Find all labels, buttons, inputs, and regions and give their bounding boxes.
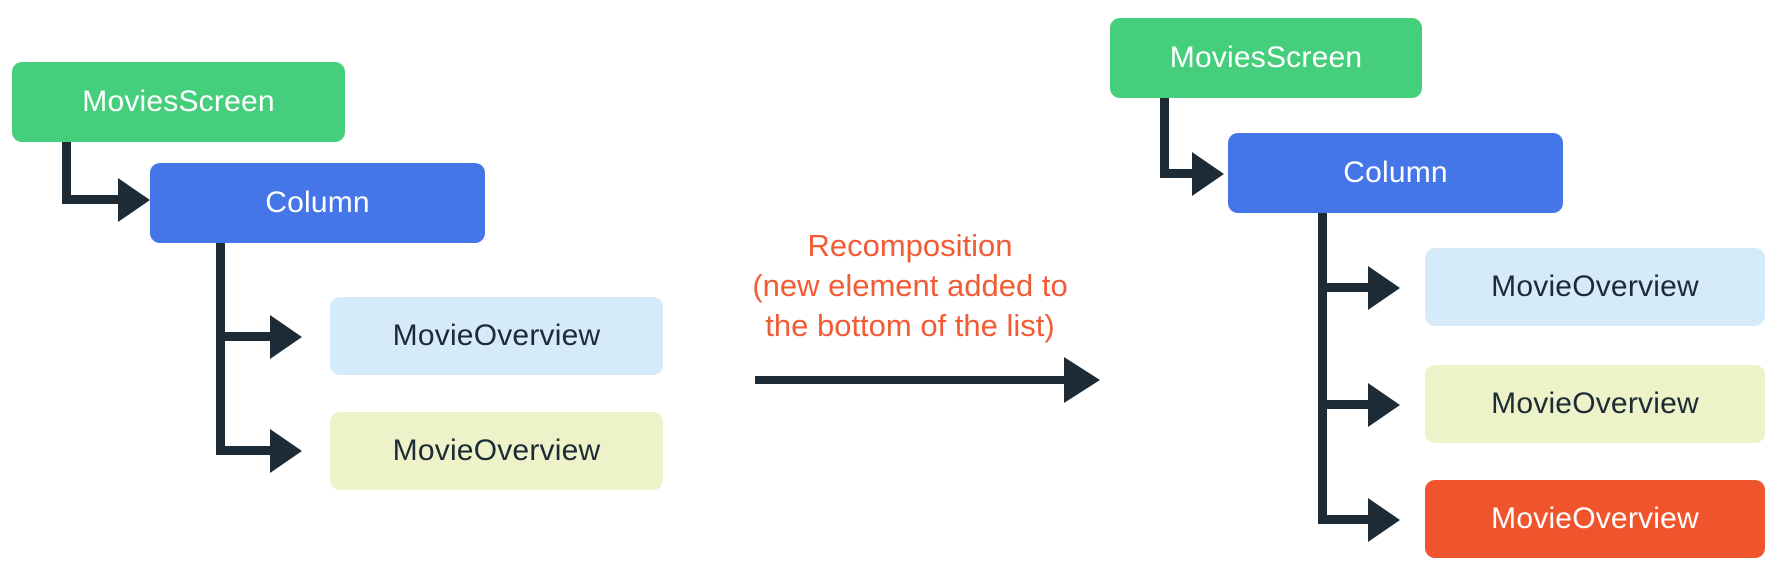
arrowhead-icon <box>270 315 302 359</box>
right-movieoverview-node-3: MovieOverview <box>1425 480 1765 558</box>
connector-line <box>1318 515 1372 524</box>
connector-line <box>755 376 1067 384</box>
right-movieoverview-node-2: MovieOverview <box>1425 365 1765 443</box>
connector-line <box>1318 213 1327 524</box>
connector-line <box>216 243 225 455</box>
connector-line <box>216 446 272 455</box>
recomposition-label-line2: (new element added to <box>752 268 1068 303</box>
right-moviesscreen-node: MoviesScreen <box>1110 18 1422 98</box>
arrowhead-icon <box>118 178 150 222</box>
recomposition-label: Recomposition (new element added to the … <box>635 226 1185 346</box>
arrowhead-icon <box>270 429 302 473</box>
left-moviesscreen-node: MoviesScreen <box>12 62 345 142</box>
connector-line <box>62 195 120 204</box>
arrowhead-icon <box>1064 357 1100 403</box>
arrowhead-icon <box>1192 152 1224 196</box>
recomposition-label-line1: Recomposition <box>807 228 1013 263</box>
connector-line <box>1160 98 1169 178</box>
connector-line <box>216 332 272 341</box>
left-movieoverview-node-1: MovieOverview <box>330 297 663 375</box>
left-column-node: Column <box>150 163 485 243</box>
right-column-node: Column <box>1228 133 1563 213</box>
left-movieoverview-node-2: MovieOverview <box>330 412 663 490</box>
right-movieoverview-node-1: MovieOverview <box>1425 248 1765 326</box>
connector-line <box>62 142 71 204</box>
arrowhead-icon <box>1368 266 1400 310</box>
connector-line <box>1318 283 1372 292</box>
recomposition-label-line3: the bottom of the list) <box>765 308 1055 343</box>
arrowhead-icon <box>1368 498 1400 542</box>
arrowhead-icon <box>1368 383 1400 427</box>
connector-line <box>1318 400 1372 409</box>
connector-line <box>1160 169 1194 178</box>
